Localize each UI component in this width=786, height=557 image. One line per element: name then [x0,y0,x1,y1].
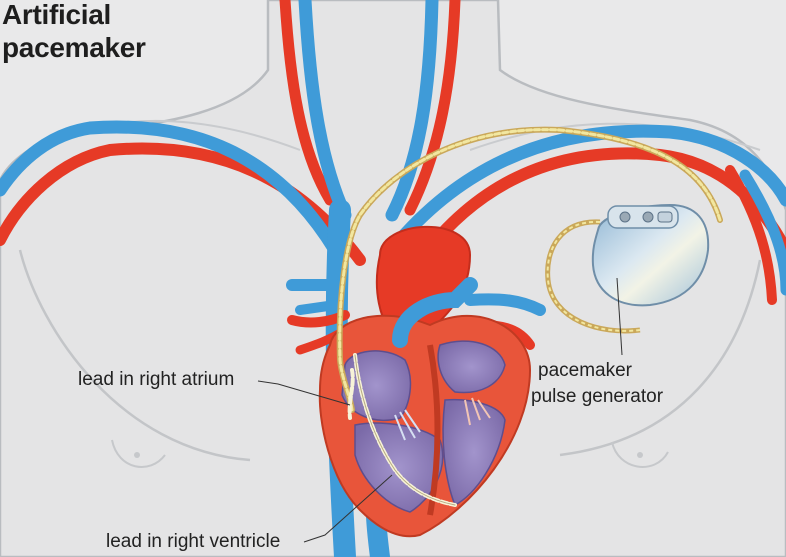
heart [318,277,532,538]
left-carotid-artery [279,0,336,206]
label-lead-right-atrium: lead in right atrium [78,369,235,390]
header-connector [657,211,673,223]
left-nipple [134,452,140,458]
pacemaker-leads [336,126,723,507]
left-pectoral-outline [18,249,251,462]
pulmonary-vein-right [464,293,546,316]
leader-lines [257,277,623,543]
lead-wire-inner [338,128,722,412]
leader-ventricle [303,474,393,543]
label-generator-line-1: pacemaker [538,360,632,381]
left-atrium-chamber [437,340,506,394]
left-subclavian-vein [0,120,342,257]
label-generator-line-2: pulse generator [531,386,664,407]
label-lead-right-ventricle: lead in right ventricle [106,531,281,552]
lead-ventricle-border [354,354,456,506]
generator-loop-wire-inner [546,220,641,332]
right-areola [611,441,669,468]
right-carotid-artery [404,0,461,216]
septum [427,344,441,516]
valve-chords-2 [464,397,491,426]
right-subclavian-vein [393,124,786,247]
left-areola [111,439,166,468]
right-atrium-chamber [341,350,412,421]
right-arm-artery [725,165,777,305]
header-port-1 [619,211,631,223]
diagram-title: Artificial pacemaker [2,0,146,64]
pulse-generator [545,203,710,334]
left-ventricle-chamber [442,398,506,507]
right-nipple [637,452,643,458]
leader-generator [616,277,623,356]
valve-chords-1 [394,409,421,441]
right-jugular-vein [385,0,439,222]
title-line-1: Artificial [2,0,112,30]
pulmonary-branch-left-2 [295,300,340,315]
left-jugular-vein [298,0,352,222]
title-line-2: pacemaker [2,32,146,63]
right-pectoral-outline [559,259,762,457]
pulmonary-trunk [392,277,478,348]
leader-atrium [257,380,351,406]
header-port-2 [642,211,654,223]
neck-vessels [279,0,461,222]
lead-atrium [347,368,355,420]
right-subclavian-artery [414,147,786,266]
